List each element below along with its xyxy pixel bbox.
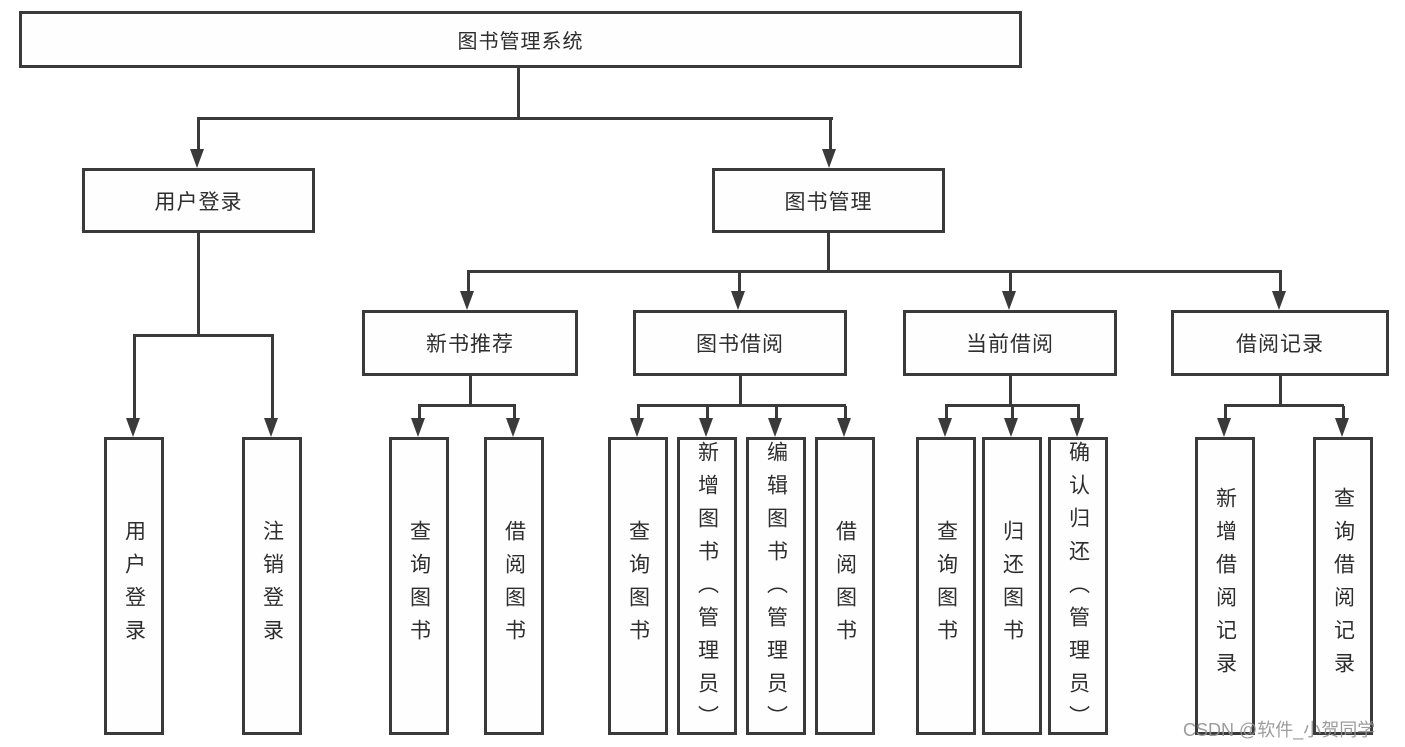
connector-line xyxy=(469,376,472,406)
arrow-down-icon xyxy=(1070,418,1084,437)
node-new-book-recommend: 新书推荐 xyxy=(362,310,578,376)
node-borrowing-records-label: 借阅记录 xyxy=(1236,333,1324,356)
connector-line xyxy=(197,233,200,336)
arrow-down-icon xyxy=(837,418,851,437)
connector-line xyxy=(1279,376,1282,406)
leaf-add-borrow-record-label: 新增借阅记录 xyxy=(1213,487,1237,685)
connector-line xyxy=(738,272,741,292)
arrow-down-icon xyxy=(938,418,952,437)
arrow-down-icon xyxy=(460,291,474,310)
connector-line xyxy=(829,119,832,151)
arrow-down-icon xyxy=(768,418,782,437)
connector-line xyxy=(197,117,833,120)
connector-line xyxy=(418,406,421,419)
watermark: CSDN @软件_小贺同学 xyxy=(1183,720,1376,740)
connector-line xyxy=(827,233,830,272)
leaf-query-borrow-record-label: 查询借阅记录 xyxy=(1331,487,1355,685)
leaf-add-borrow-record: 新增借阅记录 xyxy=(1195,437,1255,735)
arrow-down-icon xyxy=(822,149,836,168)
connector-line xyxy=(775,406,778,419)
connector-line xyxy=(133,336,136,419)
arrow-down-icon xyxy=(1217,418,1231,437)
node-book-management: 图书管理 xyxy=(712,168,945,233)
leaf-confirm-return-admin: 确认归还（管理员） xyxy=(1048,437,1108,738)
arrow-down-icon xyxy=(699,418,713,437)
node-user-login-label: 用户登录 xyxy=(154,190,243,214)
leaf-confirm-return-admin-label: 确认归还（管理员） xyxy=(1066,441,1090,738)
node-library-system: 图书管理系统 xyxy=(19,11,1022,68)
connector-line xyxy=(133,334,274,337)
connector-line xyxy=(637,404,846,407)
leaf-user-login-label: 用户登录 xyxy=(122,520,146,652)
leaf-borrow-books-recommend: 借阅图书 xyxy=(484,437,544,735)
arrow-down-icon xyxy=(731,291,745,310)
arrow-down-icon xyxy=(506,418,520,437)
arrow-down-icon xyxy=(190,149,204,168)
connector-line xyxy=(517,68,520,119)
leaf-query-books-current-label: 查询图书 xyxy=(934,520,958,652)
connector-line xyxy=(844,406,847,419)
connector-line xyxy=(1077,406,1080,419)
connector-line xyxy=(945,404,1080,407)
connector-line xyxy=(513,406,516,419)
connector-line xyxy=(1224,404,1344,407)
connector-line xyxy=(1009,376,1012,406)
node-user-login: 用户登录 xyxy=(82,168,315,233)
node-book-borrowing: 图书借阅 xyxy=(633,310,847,376)
leaf-edit-books-admin-label: 编辑图书（管理员） xyxy=(764,441,788,738)
node-book-borrowing-label: 图书借阅 xyxy=(696,333,784,356)
connector-line xyxy=(1224,406,1227,419)
leaf-logout-label: 注销登录 xyxy=(260,520,284,652)
arrow-down-icon xyxy=(1335,418,1349,437)
leaf-query-borrow-record: 查询借阅记录 xyxy=(1313,437,1373,735)
leaf-logout: 注销登录 xyxy=(242,437,302,735)
leaf-borrow-books-recommend-label: 借阅图书 xyxy=(502,520,526,652)
leaf-add-books-admin-label: 新增图书（管理员） xyxy=(695,441,719,738)
connector-line xyxy=(197,119,200,151)
connector-line xyxy=(739,376,742,406)
leaf-borrow-books: 借阅图书 xyxy=(815,437,875,735)
connector-line xyxy=(467,270,1282,273)
leaf-user-login: 用户登录 xyxy=(104,437,164,735)
arrow-down-icon xyxy=(1002,291,1016,310)
arrow-down-icon xyxy=(1004,418,1018,437)
connector-line xyxy=(1009,272,1012,292)
leaf-add-books-admin: 新增图书（管理员） xyxy=(677,437,737,738)
leaf-query-books-current: 查询图书 xyxy=(916,437,976,735)
node-borrowing-records: 借阅记录 xyxy=(1171,310,1389,376)
node-library-system-label: 图书管理系统 xyxy=(457,31,584,53)
arrow-down-icon xyxy=(411,418,425,437)
leaf-edit-books-admin: 编辑图书（管理员） xyxy=(746,437,806,738)
connector-line xyxy=(637,406,640,419)
leaf-return-books: 归还图书 xyxy=(982,437,1042,735)
leaf-query-books-borrowing: 查询图书 xyxy=(608,437,668,735)
leaf-query-books-borrowing-label: 查询图书 xyxy=(626,520,650,652)
connector-line xyxy=(1011,406,1014,419)
connector-line xyxy=(271,336,274,419)
connector-line xyxy=(1342,406,1345,419)
leaf-query-books-recommend: 查询图书 xyxy=(389,437,449,735)
leaf-borrow-books-label: 借阅图书 xyxy=(833,520,857,652)
leaf-return-books-label: 归还图书 xyxy=(1000,520,1024,652)
connector-line xyxy=(418,404,516,407)
node-current-borrowing: 当前借阅 xyxy=(903,310,1117,376)
arrow-down-icon xyxy=(126,418,140,437)
arrow-down-icon xyxy=(630,418,644,437)
node-current-borrowing-label: 当前借阅 xyxy=(966,333,1054,356)
node-new-book-recommend-label: 新书推荐 xyxy=(426,333,514,356)
connector-line xyxy=(945,406,948,419)
connector-line xyxy=(706,406,709,419)
arrow-down-icon xyxy=(1272,291,1286,310)
leaf-query-books-recommend-label: 查询图书 xyxy=(407,520,431,652)
connector-line xyxy=(467,272,470,292)
connector-line xyxy=(1279,272,1282,292)
arrow-down-icon xyxy=(264,418,278,437)
node-book-management-label: 图书管理 xyxy=(784,190,873,214)
